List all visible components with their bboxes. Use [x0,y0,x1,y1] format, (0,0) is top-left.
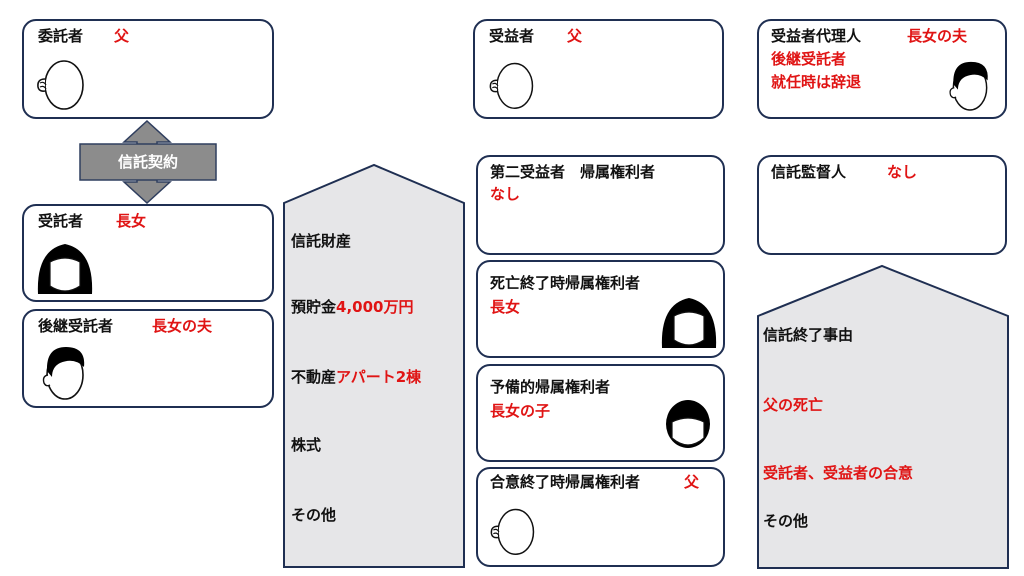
trustee-person: 長女 [116,212,147,230]
beneficiary-box: 受益者 父 [473,19,724,119]
trust-supervisor-box: 信託監督人 なし [757,155,1007,255]
settlor-role: 委託者 [38,27,84,45]
successor-trustee-role: 後継受託者 [38,317,114,335]
second-beneficiary-value: なし [490,185,521,203]
realestate-value: アパート2棟 [336,368,422,386]
beneficiary-agent-line2: 後継受託者 [771,50,847,68]
agreement-residual-role: 合意終了時帰属権利者 [490,473,641,491]
reserve-residual-role: 予備的帰属権利者 [490,378,611,396]
trust-supervisor-value: なし [887,163,918,181]
beneficiary-agent-role: 受益者代理人 [771,27,862,45]
trustee-role: 受託者 [38,212,84,230]
other-property-label: その他 [291,506,337,524]
death-residual-box: 死亡終了時帰属権利者 長女 [476,260,725,358]
death-residual-role: 死亡終了時帰属権利者 [490,274,641,292]
termination-reason-3: その他 [763,512,809,530]
beneficiary-agent-person: 長女の夫 [907,27,968,45]
elderly-man-icon [489,62,534,110]
trust-supervisor-role: 信託監督人 [771,163,847,181]
trust-property-house [283,163,465,568]
agreement-residual-person: 父 [684,473,700,491]
beneficiary-person: 父 [567,27,583,45]
stocks-label: 株式 [291,436,322,454]
elderly-man-icon [490,508,535,556]
trustee-box: 受託者 長女 [22,204,274,302]
settlor-box: 委託者 父 [22,19,274,119]
trust-property-heading: 信託財産 [291,232,352,250]
termination-house [757,264,1009,569]
child-icon [666,400,710,448]
reserve-residual-person: 長女の子 [490,402,551,420]
settlor-person: 父 [114,27,130,45]
reserve-residual-box: 予備的帰属権利者 長女の子 [476,364,725,462]
savings-label: 預貯金4,000万円 [291,298,414,316]
successor-trustee-person: 長女の夫 [152,317,213,335]
beneficiary-agent-line3: 就任時は辞退 [771,73,862,91]
termination-reason-2: 受託者、受益者の合意 [763,464,914,482]
double-arrow-icon [79,119,217,205]
second-beneficiary-box: 第二受益者 帰属権利者 なし [476,155,725,255]
beneficiary-agent-box: 受益者代理人 長女の夫 後継受託者 就任時は辞退 [757,19,1007,119]
successor-trustee-box: 後継受託者 長女の夫 [22,309,274,408]
woman-bob-hair-icon [37,244,93,294]
trust-contract-label: 信託契約 [117,153,178,171]
woman-bob-hair-icon [661,298,717,348]
beneficiary-role: 受益者 [489,27,535,45]
man-short-hair-icon [949,61,988,111]
elderly-man-icon [37,60,84,110]
realestate-label: 不動産アパート2棟 [291,368,422,386]
termination-heading: 信託終了事由 [763,326,854,344]
man-short-hair-icon [42,347,85,400]
death-residual-person: 長女 [490,298,521,316]
savings-value: 4,000万円 [336,298,414,316]
second-beneficiary-role: 第二受益者 帰属権利者 [490,163,656,181]
termination-reason-1: 父の死亡 [763,396,824,414]
agreement-residual-box: 合意終了時帰属権利者 父 [476,467,725,567]
